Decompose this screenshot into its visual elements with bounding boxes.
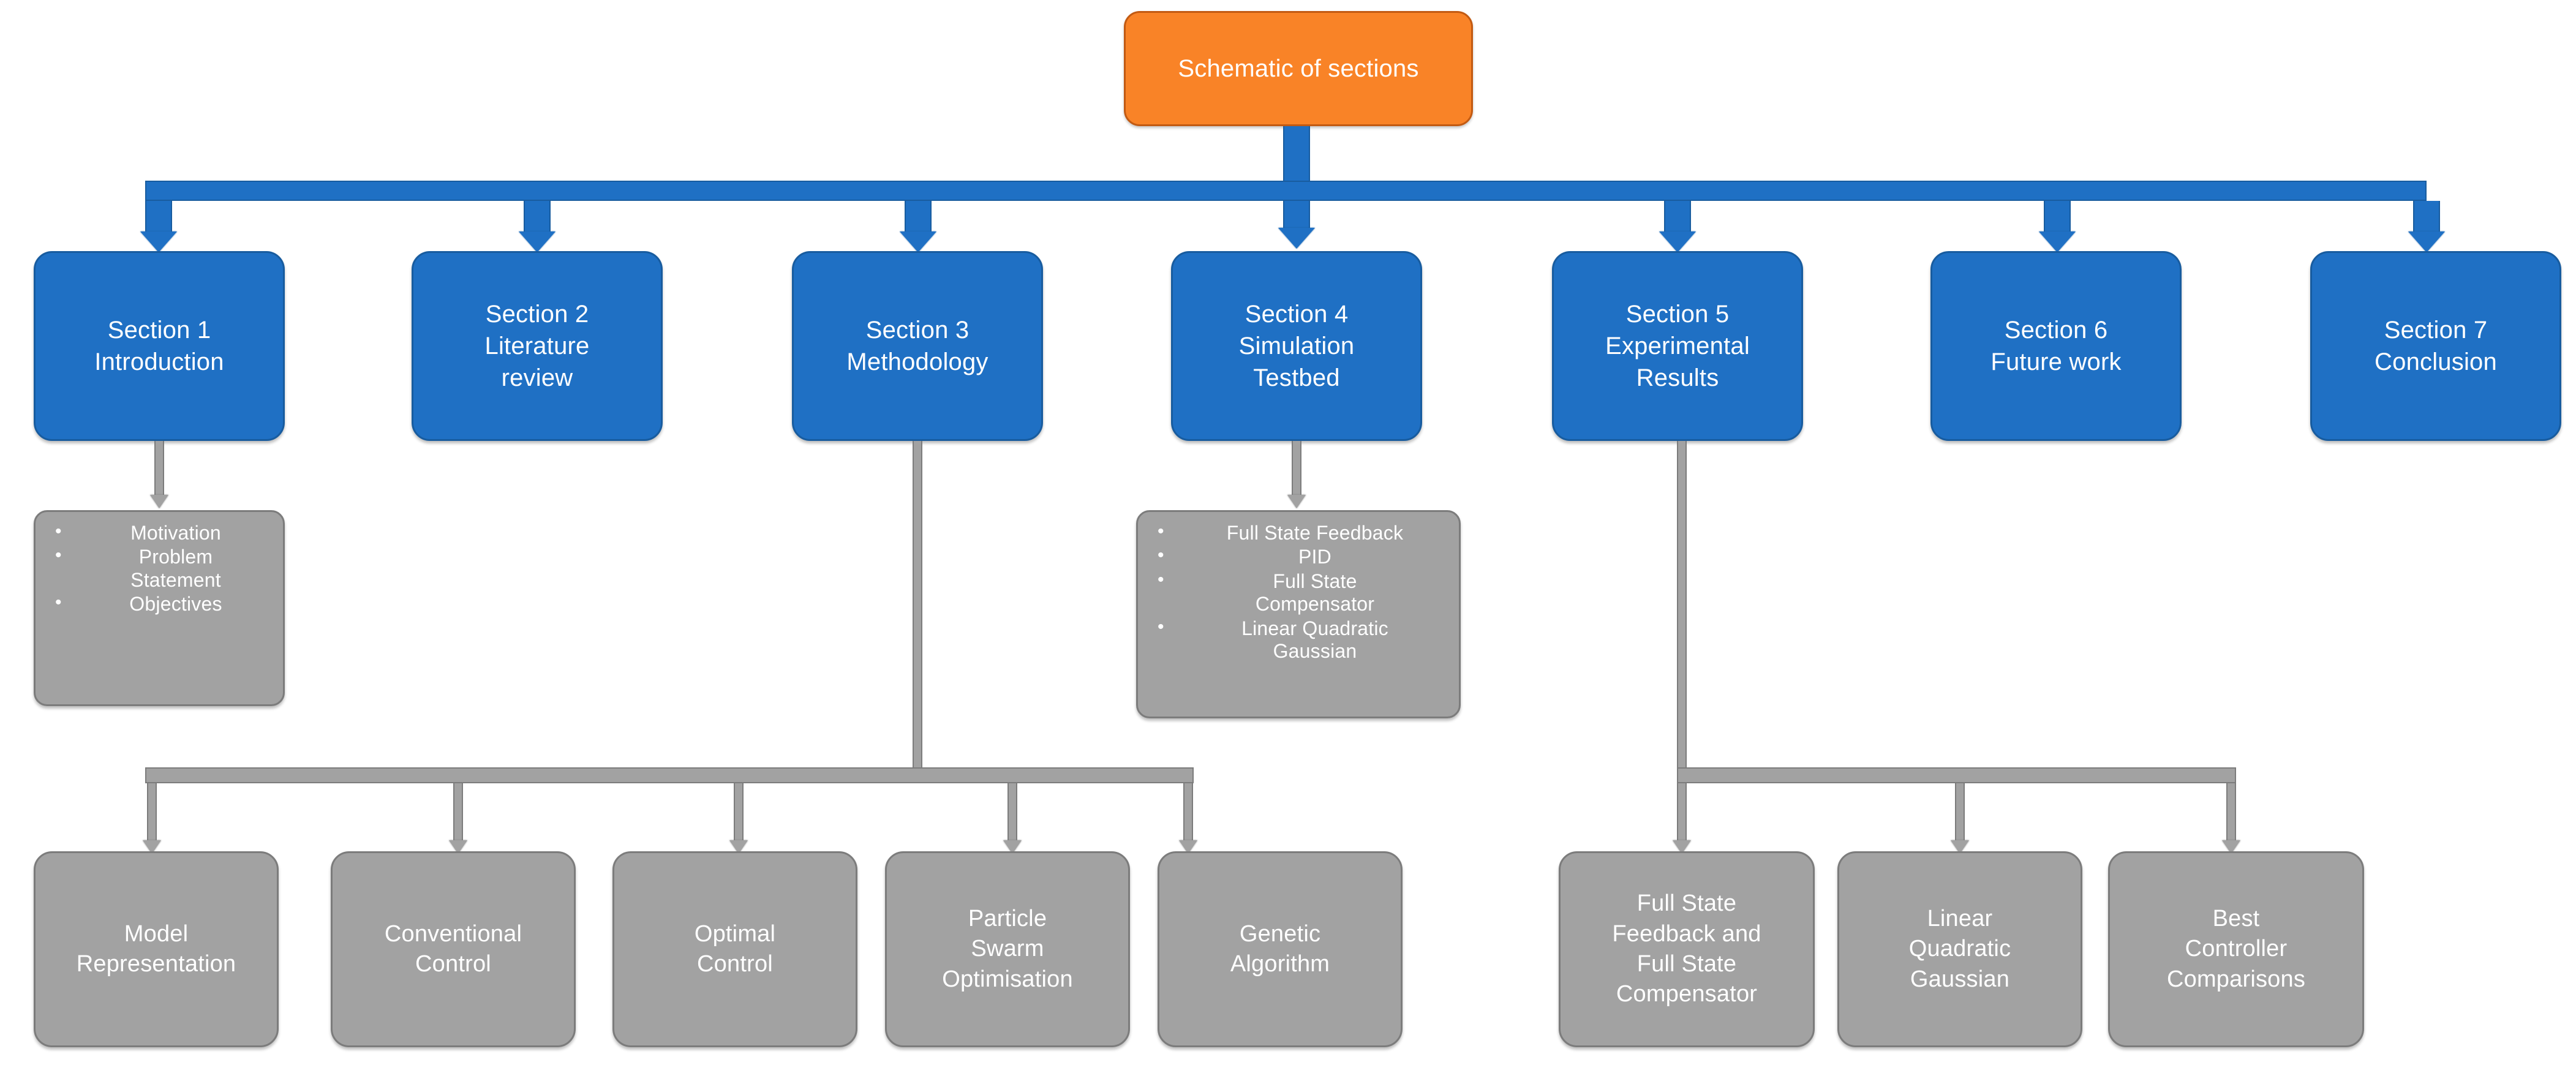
arrow-s5-to-child-3 <box>2222 840 2240 854</box>
node-optimal-control[interactable]: Optimal Control <box>612 851 857 1047</box>
node-label: Optimal Control <box>694 920 776 977</box>
node-section-4[interactable]: Section 4 Simulation Testbed <box>1171 251 1422 441</box>
bullet-list: Full State Feedback PID Full State Compe… <box>1144 521 1450 663</box>
node-section-5[interactable]: Section 5 Experimental Results <box>1552 251 1803 441</box>
arrow-bus-to-section2 <box>519 231 555 252</box>
node-best-controller-comparisons[interactable]: Best Controller Comparisons <box>2108 851 2364 1047</box>
node-genetic-algorithm[interactable]: Genetic Algorithm <box>1158 851 1403 1047</box>
node-label: Linear Quadratic Gaussian <box>1908 905 2011 992</box>
arrow-bus-to-section1 <box>140 231 177 252</box>
node-schematic-of-sections[interactable]: Schematic of sections <box>1124 11 1473 126</box>
node-label: Section 7 Conclusion <box>2375 317 2497 375</box>
node-linear-quadratic-gaussian[interactable]: Linear Quadratic Gaussian <box>1837 851 2082 1047</box>
list-item: Full State Feedback <box>1144 521 1450 544</box>
connector-s5-drop-2 <box>1955 783 1965 846</box>
connector-section5-drop <box>1677 441 1687 770</box>
list-item: Linear Quadratic Gaussian <box>1144 616 1450 663</box>
node-particle-swarm-optimisation[interactable]: Particle Swarm Optimisation <box>885 851 1130 1047</box>
connector-bus-drop-5 <box>1664 201 1691 235</box>
arrow-s3-to-child-3 <box>729 840 748 854</box>
arrow-bus-to-section7 <box>2408 231 2445 252</box>
arrow-s5-to-child-1 <box>1673 840 1691 854</box>
connector-bus-drop-7 <box>2413 201 2440 235</box>
arrow-s3-to-child-2 <box>449 840 467 854</box>
list-item: Problem Statement <box>42 544 274 592</box>
arrow-s3-to-child-5 <box>1179 840 1197 854</box>
node-label: Section 1 Introduction <box>94 317 224 375</box>
node-label: Full State Feedback and Full State Compe… <box>1612 890 1761 1007</box>
connector-root-stem <box>1283 126 1310 231</box>
node-section1-bullet-list[interactable]: Motivation Problem Statement Objectives <box>34 510 285 706</box>
node-label: Section 4 Simulation Testbed <box>1238 301 1355 391</box>
connector-section3-drop <box>913 441 922 770</box>
connector-bus-drop-6 <box>2044 201 2071 235</box>
node-label: Section 2 Literature review <box>484 301 590 391</box>
connector-s3-drop-4 <box>1007 783 1017 846</box>
arrow-section1-to-bullets <box>150 495 168 508</box>
node-full-state-feedback-and-compensator[interactable]: Full State Feedback and Full State Compe… <box>1559 851 1815 1047</box>
node-label: Best Controller Comparisons <box>2166 905 2306 992</box>
connector-bus-section3-children <box>145 767 1194 783</box>
node-label: Conventional Control <box>384 920 522 977</box>
connector-section4-to-bullets <box>1292 441 1301 501</box>
arrow-bus-to-section5 <box>1659 231 1696 252</box>
arrow-s3-to-child-4 <box>1003 840 1022 854</box>
arrow-section4-to-bullets <box>1287 495 1306 508</box>
bullet-list: Motivation Problem Statement Objectives <box>42 521 274 616</box>
connector-bus-drop-3 <box>905 201 932 235</box>
connector-bus-drop-1 <box>145 201 172 235</box>
node-label: Genetic Algorithm <box>1230 920 1330 977</box>
node-label: Schematic of sections <box>1178 55 1419 82</box>
connector-bus-drop-2 <box>524 201 551 235</box>
arrow-s5-to-child-2 <box>1951 840 1969 854</box>
node-section-3[interactable]: Section 3 Methodology <box>792 251 1043 441</box>
node-section-7[interactable]: Section 7 Conclusion <box>2310 251 2561 441</box>
node-label: Model Representation <box>76 920 236 977</box>
connector-bus-sections <box>145 181 2427 201</box>
node-model-representation[interactable]: Model Representation <box>34 851 279 1047</box>
list-item: Motivation <box>42 521 274 544</box>
list-item: Full State Compensator <box>1144 569 1450 616</box>
node-label: Particle Swarm Optimisation <box>942 905 1073 992</box>
node-section-2[interactable]: Section 2 Literature review <box>412 251 663 441</box>
list-item: Objectives <box>42 592 274 615</box>
connector-s5-drop-1 <box>1677 783 1687 846</box>
node-label: Section 3 Methodology <box>846 317 989 375</box>
connector-s5-drop-3 <box>2226 783 2236 846</box>
arrow-bus-to-section6 <box>2039 231 2076 252</box>
connector-s3-drop-1 <box>147 783 157 846</box>
connector-s3-drop-5 <box>1183 783 1193 846</box>
connector-s3-drop-2 <box>453 783 463 846</box>
node-section4-bullet-list[interactable]: Full State Feedback PID Full State Compe… <box>1136 510 1461 718</box>
arrow-s3-to-child-1 <box>143 840 161 854</box>
node-label: Section 6 Future work <box>1990 317 2122 375</box>
connector-section1-to-bullets <box>154 441 164 501</box>
node-label: Section 5 Experimental Results <box>1605 301 1750 391</box>
node-section-1[interactable]: Section 1 Introduction <box>34 251 285 441</box>
connector-s3-drop-3 <box>734 783 744 846</box>
connector-bus-section5-children <box>1677 767 2236 783</box>
node-conventional-control[interactable]: Conventional Control <box>331 851 576 1047</box>
arrow-bus-to-section3 <box>900 231 936 252</box>
node-section-6[interactable]: Section 6 Future work <box>1930 251 2182 441</box>
list-item: PID <box>1144 544 1450 568</box>
arrow-root-to-section4 <box>1278 228 1315 249</box>
